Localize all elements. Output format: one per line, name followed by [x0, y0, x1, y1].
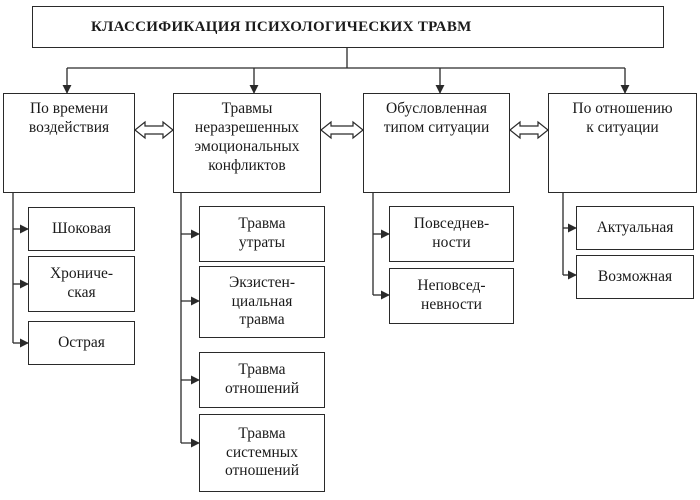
item-systemic-relationship-trauma: Травма системных отношений: [199, 414, 325, 492]
double-arrow-3-4: [509, 120, 549, 140]
item-relationship-trauma: Травма отношений: [199, 352, 325, 408]
category-relation-to-situation: По отношению к ситуации: [548, 93, 697, 193]
item-shock: Шоковая: [28, 207, 135, 251]
subitem-connectors: [12, 193, 577, 448]
item-everyday: Повседнев- ности: [389, 206, 514, 262]
title-fanout-connectors: [62, 48, 630, 94]
item-non-everyday: Неповсед- невности: [389, 268, 514, 324]
item-possible: Возможная: [576, 255, 694, 299]
double-arrow-2-3: [320, 120, 364, 140]
item-loss-trauma: Травма утраты: [199, 206, 325, 262]
category-time-of-impact: По времени воздействия: [3, 93, 135, 193]
item-existential-trauma: Экзистен- циальная травма: [199, 266, 325, 338]
category-situation-type: Обусловленная типом ситуации: [363, 93, 510, 193]
item-chronic: Хрониче- ская: [28, 256, 135, 312]
item-actual: Актуальная: [576, 206, 694, 250]
item-acute: Острая: [28, 321, 135, 365]
category-unresolved-conflicts: Травмы неразрешенных эмоциональных конфл…: [173, 93, 321, 193]
double-arrow-1-2: [134, 120, 174, 140]
diagram-title: КЛАССИФИКАЦИЯ ПСИХОЛОГИЧЕСКИХ ТРАВМ: [32, 6, 664, 48]
